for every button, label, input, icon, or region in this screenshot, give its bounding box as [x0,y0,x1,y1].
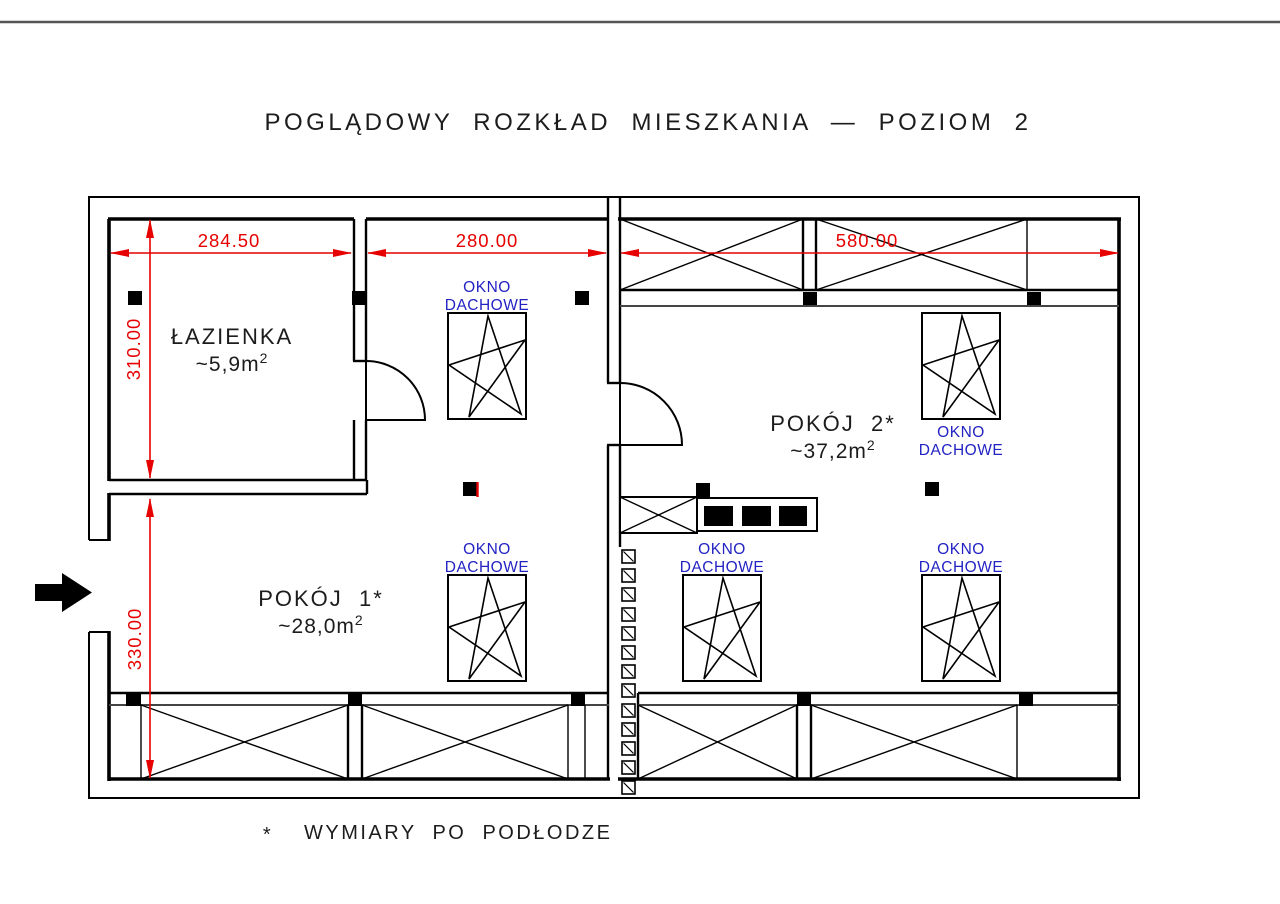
svg-text:DACHOWE: DACHOWE [445,297,529,314]
knee-wall-band-top-right [619,218,1119,307]
room-labels: ŁAZIENKA ~5,9m2 POKÓJ 1* ~28,0m2 POKÓJ 2… [171,324,896,638]
svg-text:~28,0m2: ~28,0m2 [278,612,363,638]
room-label-bathroom: ŁAZIENKA [171,324,293,349]
dim-bathroom-depth: 310.00 [123,318,144,381]
door-bathroom [365,359,427,421]
roof-window-label: OKNO DACHOWE [919,541,1003,576]
svg-text:*: * [263,824,273,846]
central-wall [606,197,622,780]
svg-text:DACHOWE: DACHOWE [445,559,529,576]
svg-text:OKNO: OKNO [937,424,985,441]
svg-text:DACHOWE: DACHOWE [919,559,1003,576]
svg-text:WYMIARY PO PODŁODZE: WYMIARY PO PODŁODZE [304,822,612,844]
roof-window-label: OKNO DACHOWE [680,541,764,576]
roof-window [447,312,527,420]
dimensions: 284.50 280.00 580.00 310.00 330.00 [110,219,1119,779]
dim-room1-depth: 330.00 [124,608,145,671]
svg-text:~37,2m2: ~37,2m2 [790,437,875,463]
dim-room2-width: 580.00 [836,230,899,251]
roof-window-label: OKNO DACHOWE [445,279,529,314]
roof-window-label: OKNO DACHOWE [445,541,529,576]
page-title: POGLĄDOWY ROZKŁAD MIESZKANIA — POZIOM 2 [264,109,1031,136]
svg-text:OKNO: OKNO [463,541,511,558]
svg-text:OKNO: OKNO [698,541,746,558]
room-label-room2: POKÓJ 2* [770,411,896,436]
knee-wall-band-bottom-right [636,691,1119,780]
roof-window [921,574,1001,682]
stair-hatch-column [621,549,636,795]
svg-text:DACHOWE: DACHOWE [680,559,764,576]
roof-windows: OKNO DACHOWE OKNO DACHOWE OKNO DACHOWE O… [445,279,1003,682]
svg-text:OKNO: OKNO [463,279,511,296]
room-label-room1: POKÓJ 1* [258,586,384,611]
bathroom-walls [109,219,369,496]
roof-window-label: OKNO DACHOWE [919,424,1003,459]
cabinet-unit [619,483,818,534]
svg-text:~5,9m2: ~5,9m2 [196,350,269,376]
outer-walls [88,196,1140,799]
dim-bathroom-width: 284.50 [198,230,261,251]
knee-wall-band-bottom-left [109,691,609,780]
entrance-arrow-icon [35,573,92,612]
roof-window [447,574,527,682]
footnote: * WYMIARY PO PODŁODZE [263,822,612,846]
door-room2 [619,381,684,446]
roof-window [921,312,1001,420]
column-markers [128,291,939,497]
roof-window [682,574,762,682]
svg-text:OKNO: OKNO [937,541,985,558]
dim-room1-width: 280.00 [456,230,519,251]
svg-text:DACHOWE: DACHOWE [919,442,1003,459]
